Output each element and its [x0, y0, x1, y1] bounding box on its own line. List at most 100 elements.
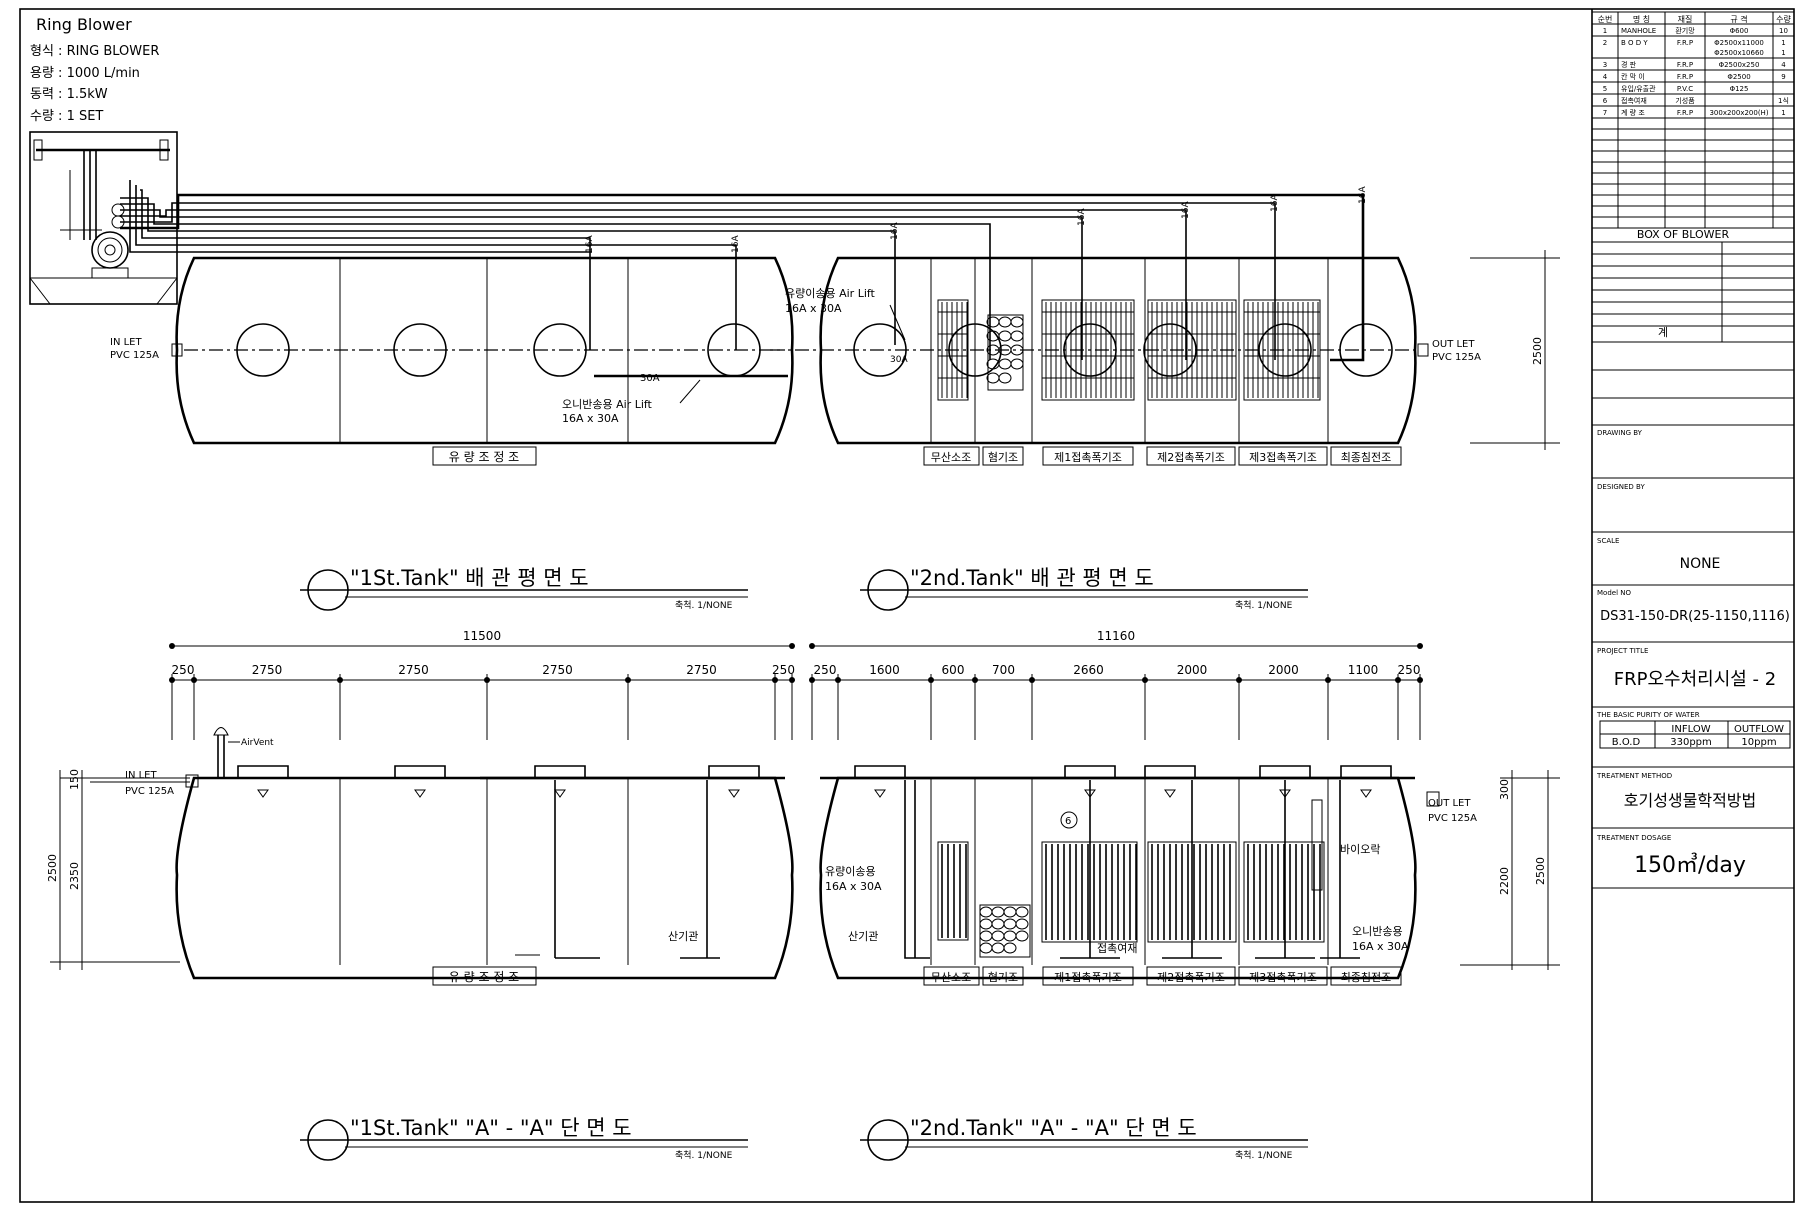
bom-cell: 4	[1603, 73, 1608, 81]
media-racks-plan	[937, 299, 1321, 401]
section-manholes	[237, 765, 1392, 798]
blower-box-table: BOX OF BLOWER 계	[1637, 228, 1730, 339]
svg-text:10ppm: 10ppm	[1741, 737, 1776, 748]
svg-text:제1접촉폭기조: 제1접촉폭기조	[1054, 451, 1122, 464]
svg-text:B.O.D: B.O.D	[1612, 737, 1641, 748]
bom-cell: B O D Y	[1621, 39, 1648, 47]
bom-cell: 계 량 조	[1621, 108, 1645, 117]
dim-label: 2000	[1177, 663, 1208, 677]
blower-title: Ring Blower	[36, 15, 132, 34]
bom-cell: 접촉여재	[1621, 96, 1647, 105]
bom-cell: 300x200x200(H)	[1709, 109, 1768, 117]
blower-spec: Ring Blower 형식 : RING BLOWER 용량 : 1000 L…	[30, 15, 159, 124]
bom-cell: 1	[1781, 39, 1785, 47]
svg-text:"1St.Tank" "A" - "A" 단 면 도: "1St.Tank" "A" - "A" 단 면 도	[350, 1116, 632, 1140]
manhole-icon	[236, 323, 290, 377]
plan-air-lift-return: 오니반송용 Air Lift 16A x 30A	[562, 379, 701, 425]
svg-text:PVC 125A: PVC 125A	[1432, 352, 1481, 363]
blower-box-grid	[1592, 242, 1794, 399]
blower-type: 형식 : RING BLOWER	[30, 44, 159, 59]
svg-text:300: 300	[1498, 779, 1511, 800]
manhole-riser	[854, 765, 906, 778]
plan1-title: "1St.Tank" 배 관 평 면 도 축척. 1/NONE	[300, 566, 748, 611]
bom-cell: 2	[1603, 39, 1607, 47]
media-rack	[937, 299, 969, 401]
svg-text:제2접촉폭기조: 제2접촉폭기조	[1157, 971, 1225, 984]
svg-text:INFLOW: INFLOW	[1671, 724, 1710, 735]
air-header-pipes	[120, 180, 1365, 362]
svg-text:접촉여재: 접촉여재	[1097, 942, 1137, 955]
manhole-icon	[1143, 323, 1197, 377]
bom-cell: 1	[1781, 49, 1785, 57]
svg-text:Model NO: Model NO	[1597, 589, 1631, 597]
section-right-dims: 300 2200 2500	[1460, 770, 1560, 970]
manhole-riser	[708, 765, 760, 778]
bom-cell: Φ2500x10660	[1714, 49, 1764, 57]
svg-text:DRAWING BY: DRAWING BY	[1597, 429, 1643, 437]
svg-text:계: 계	[1658, 326, 1668, 339]
bom-cell: Φ2500x11000	[1714, 39, 1764, 47]
stone-media-section	[979, 904, 1031, 958]
section-left-dims: 150 2500 2350	[46, 769, 190, 970]
section-diffuser-label-1: 산기관	[668, 930, 698, 943]
manhole-riser	[237, 765, 289, 778]
svg-text:PVC 125A: PVC 125A	[1428, 813, 1477, 824]
svg-text:NONE: NONE	[1680, 556, 1721, 572]
media-rack	[1243, 299, 1321, 401]
dim-label: 2750	[398, 663, 429, 677]
manhole-icon	[533, 323, 587, 377]
svg-text:산기관: 산기관	[848, 930, 878, 943]
manhole-riser	[534, 765, 586, 778]
media-rack	[1041, 299, 1135, 401]
tank1-sec-label-box	[432, 966, 537, 986]
svg-text:PVC 125A: PVC 125A	[110, 350, 159, 361]
bom-cell: 7	[1603, 109, 1607, 117]
svg-text:축척. 1/NONE: 축척. 1/NONE	[1235, 1150, 1293, 1161]
stone-media-plan	[986, 314, 1024, 391]
svg-text:PVC 125A: PVC 125A	[125, 786, 174, 797]
svg-text:16A x 30A: 16A x 30A	[825, 880, 882, 893]
bom-cell: 1	[1781, 109, 1785, 117]
blower-quantity: 수량 : 1 SET	[30, 109, 103, 124]
svg-text:OUT LET: OUT LET	[1428, 798, 1471, 809]
svg-text:FRP오수처리시설 - 2: FRP오수처리시설 - 2	[1614, 669, 1776, 690]
bom-cell: 유입/유출관	[1621, 84, 1656, 93]
svg-text:"1St.Tank" 배 관 평 면 도: "1St.Tank" 배 관 평 면 도	[350, 566, 589, 590]
svg-text:"2nd.Tank" "A" - "A" 단 면 도: "2nd.Tank" "A" - "A" 단 면 도	[910, 1116, 1197, 1140]
dim-label: 2000	[1268, 663, 1299, 677]
bom-cell: Φ2500	[1727, 73, 1750, 81]
plan-tank-2	[770, 256, 1429, 445]
svg-text:BOX OF BLOWER: BOX OF BLOWER	[1637, 228, 1730, 241]
dim-label: 1600	[869, 663, 900, 677]
bom-cell: 1식	[1778, 96, 1789, 105]
bom-header: 순번	[1598, 15, 1613, 24]
plan-inlet-label: IN LET PVC 125A	[110, 337, 159, 361]
svg-text:축척. 1/NONE: 축척. 1/NONE	[675, 600, 733, 611]
bom-cell: 4	[1781, 61, 1786, 69]
svg-text:최종침전조: 최종침전조	[1341, 971, 1392, 984]
bom-cell: 5	[1603, 85, 1607, 93]
bom-header: 명 칭	[1633, 14, 1650, 24]
svg-text:제3접촉폭기조: 제3접촉폭기조	[1249, 971, 1317, 984]
bom-cell: Φ125	[1730, 85, 1749, 93]
dim-label: 250	[772, 663, 795, 677]
dim-label: 250	[814, 663, 837, 677]
bom-cell: Φ2500x250	[1719, 61, 1760, 69]
svg-text:혐기조: 혐기조	[988, 451, 1018, 464]
svg-text:150㎥/day: 150㎥/day	[1634, 852, 1746, 878]
tank1-sec-label: 유 량 조 정 조	[449, 970, 519, 984]
svg-text:제3접촉폭기조: 제3접촉폭기조	[1249, 451, 1317, 464]
bom-cell: F.R.P	[1677, 73, 1693, 81]
section-tank-2	[819, 776, 1440, 980]
manhole-icon	[1258, 323, 1312, 377]
bom-cell: 칸 막 이	[1621, 72, 1645, 81]
blower-motor-icon	[91, 231, 129, 269]
svg-text:유량이송용: 유량이송용	[825, 865, 876, 878]
blower-power: 동력 : 1.5kW	[30, 87, 108, 102]
svg-text:축척. 1/NONE: 축척. 1/NONE	[675, 1150, 733, 1161]
bom-cell: Φ600	[1730, 27, 1749, 35]
bom-header: 수량	[1776, 14, 1791, 24]
manhole-riser	[1340, 765, 1392, 778]
svg-text:"2nd.Tank" 배 관 평 면 도: "2nd.Tank" 배 관 평 면 도	[910, 566, 1154, 590]
